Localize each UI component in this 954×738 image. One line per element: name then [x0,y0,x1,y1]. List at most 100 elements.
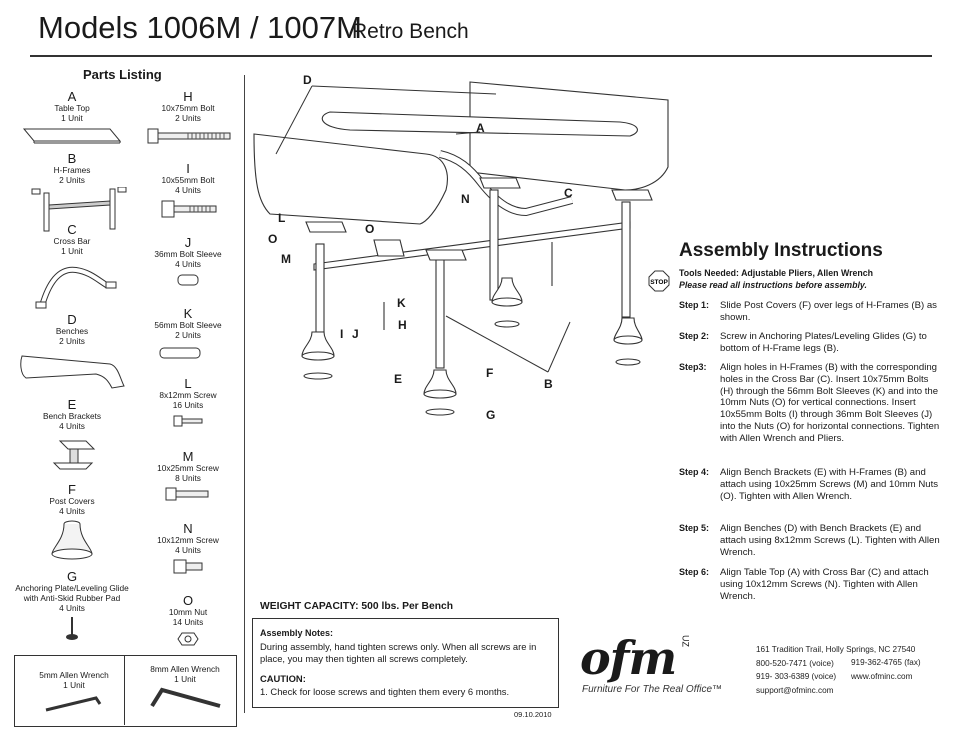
step-text: Align Benches (D) with Bench Brackets (E… [720,523,940,558]
bolt-75mm-icon [147,128,231,144]
part-name: Benches [55,326,89,336]
tools-needed: Tools Needed: Adjustable Pliers, Allen W… [679,268,874,278]
title-divider [30,55,932,57]
bolt-sleeve-56mm-icon [159,347,201,359]
page-title: Models 1006M / 1007M [38,10,362,45]
part-letter: N [183,521,193,536]
step-text: Align Table Top (A) with Cross Bar (C) a… [720,567,929,602]
callout-c: C [564,186,573,200]
step-text: Screw in Anchoring Plates/Leveling Glide… [720,331,927,354]
part-m: M 10x25mm Screw 8 Units [128,450,248,505]
caution-text: 1. Check for loose screws and tighten th… [260,686,510,697]
company-tagline: Furniture For The Real Office™ [582,684,723,695]
part-name: 10x75mm Bolt [161,103,215,113]
part-name: 10x25mm Screw [157,463,219,473]
support-email[interactable]: support@ofminc.com [756,686,834,695]
website-link[interactable]: www.ofminc.com [851,672,913,681]
phone-voice: 800-520-7471 (voice) [756,659,834,668]
part-units: 2 Units [59,175,85,185]
h-frame-icon [31,187,127,232]
part-letter: I [186,161,190,176]
part-units: 8 Units [175,473,201,483]
page-subtitle: Retro Bench [352,20,469,43]
part-units: 4 Units [175,259,201,269]
part-c: C Cross Bar 1 Unit [12,223,132,310]
part-units: 1 Unit [61,246,83,256]
callout-j: J [352,327,359,341]
part-units: 2 Units [175,113,201,123]
screw-8x12-icon [173,415,203,427]
part-letter: L [184,376,192,391]
ofm-logo: ofm UZ [580,635,691,681]
part-i: I 10x55mm Bolt 4 Units [128,162,248,223]
step-label: Step 4: [679,467,710,477]
bench-back [469,81,669,191]
part-e: E Bench Brackets 4 Units [12,398,132,477]
part-units: 1 Unit [61,113,83,123]
step-label: Step 1: [679,300,710,310]
nut-icon [177,632,199,646]
tool-units: 1 Unit [63,680,85,690]
part-name: 36mm Bolt Sleeve [154,249,222,259]
tool-allen-5mm: 5mm Allen Wrench 1 Unit [14,670,134,690]
logo-superscript: UZ [680,635,691,647]
bolt-55mm-icon [161,200,217,218]
part-letter: H [183,89,193,104]
callout-g: G [486,408,496,422]
part-name-line2: with Anti-Skid Rubber Pad [23,593,121,603]
part-units: 4 Units [175,185,201,195]
part-units: 4 Units [59,421,85,431]
part-units: 14 Units [172,617,204,627]
part-o: O 10mm Nut 14 Units [128,594,248,649]
part-letter: F [68,482,76,497]
part-f: F Post Covers 4 Units [12,483,132,562]
step-label: Step 6: [679,567,710,577]
table-top-icon [22,128,122,144]
part-d: D Benches 2 Units [12,313,132,392]
part-units: 2 Units [175,330,201,340]
callout-l: L [278,211,286,225]
part-units: 4 Units [59,603,85,613]
leveling-glide-icon [66,617,78,640]
part-n: N 10x12mm Screw 4 Units [128,522,248,577]
company-address: 161 Tradition Trail, Holly Springs, NC 2… [756,645,916,654]
callout-a: A [476,121,485,135]
callout-i: I [340,327,344,341]
callout-o-left: O [268,232,278,246]
step-text: Align Bench Brackets (E) with H-Frames (… [720,467,939,502]
cross-bar-icon [35,266,117,309]
phone-voice-2[interactable]: 919- 303-6389 (voice) [756,672,837,681]
tool-name: 8mm Allen Wrench [150,664,220,674]
callout-b: B [544,377,553,391]
bench-front [253,133,448,225]
tool-units: 1 Unit [174,674,196,684]
step-label: Step 2: [679,331,710,341]
bench-bracket-icon [52,440,96,470]
part-letter: B [67,151,77,166]
part-name: 10mm Nut [168,607,208,617]
part-g: G Anchoring Plate/Leveling Glide with An… [12,570,132,645]
part-k: K 56mm Bolt Sleeve 2 Units [128,307,248,362]
part-name: H-Frames [53,165,91,175]
step-text: Align holes in H-Frames (B) with the cor… [720,362,940,444]
part-name: 8x12mm Screw [159,390,217,400]
callout-k: K [397,296,406,310]
part-name: 10x12mm Screw [157,535,219,545]
logo-wordmark: ofm [580,631,677,685]
bolt-sleeve-36mm-icon [177,274,199,286]
tool-name: 5mm Allen Wrench [39,670,109,680]
step-text: Slide Post Covers (F) over legs of H-Fra… [720,300,937,323]
part-l: L 8x12mm Screw 16 Units [128,377,248,432]
part-letter: O [182,593,194,608]
callout-f: F [486,366,494,380]
part-letter: A [67,89,77,104]
part-name: Cross Bar [53,236,91,246]
tools-divider [124,655,125,725]
bench-icon [20,355,125,389]
part-letter: C [67,222,77,237]
assembly-notes-title: Assembly Notes: [260,628,334,638]
part-name: Post Covers [49,496,95,506]
callout-n: N [461,192,470,206]
please-read-note: Please read all instructions before asse… [679,280,867,290]
part-letter: M [182,449,194,464]
